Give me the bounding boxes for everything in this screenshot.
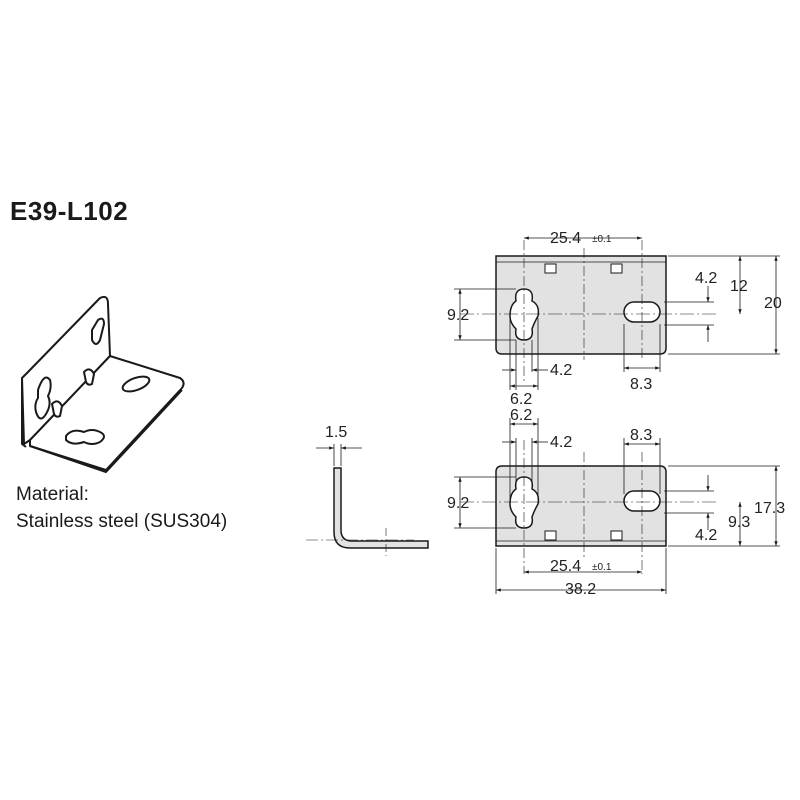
dim-bottom-height: 17.3 [754,500,785,517]
dim-bottom-keyhole-width: 4.2 [550,434,572,451]
bottom-plate [495,465,667,547]
bottom-tab-right [610,530,623,541]
dim-thickness: 1.5 [325,424,347,441]
dim-top-keyhole-width: 4.2 [550,362,572,379]
iso-keyhole-vertical [34,376,52,420]
dim-bottom-slot-center: 9.3 [728,514,750,531]
bottom-view: 6.2 4.2 8.3 9.2 17.3 9.3 4.2 25.4 ±0.1 3… [447,407,785,598]
iso-slot-vertical-top [91,317,105,345]
dim-bottom-slot-height: 4.2 [695,527,717,544]
iso-tab-2 [51,400,63,418]
top-view: 25.4 ±0.1 4.2 12 20 9.2 4.2 8.3 6.2 [447,230,782,408]
material-value: Stainless steel (SUS304) [16,511,228,532]
top-tab-right [610,263,623,274]
dim-top-slot-height: 4.2 [695,270,717,287]
dim-bottom-hole-pitch-tolerance: ±0.1 [592,562,612,573]
dim-top-slot-center: 12 [730,278,748,295]
dim-bottom-keyhole-height: 9.2 [447,495,469,512]
dim-overall-width: 38.2 [565,581,596,598]
isometric-view [21,295,185,473]
dim-top-slot-width: 8.3 [630,376,652,393]
side-profile-view: 1.5 [306,424,429,556]
iso-horizontal-plate-edge [29,389,183,473]
dim-top-hole-pitch-tolerance: ±0.1 [592,234,612,245]
iso-slot-horizontal [121,375,151,393]
iso-keyhole-horizontal [65,429,105,445]
dim-top-height: 20 [764,295,782,312]
product-title: E39-L102 [10,196,129,226]
dim-top-keyhole-height: 9.2 [447,307,469,324]
dim-top-hole-pitch: 25.4 [550,230,581,247]
dim-bottom-keyhole-outer: 6.2 [510,407,532,424]
top-tab-left [544,263,557,274]
dim-bottom-slot-width: 8.3 [630,427,652,444]
iso-tab-1 [83,368,95,386]
dim-top-keyhole-outer: 6.2 [510,391,532,408]
profile-bracket [333,467,429,549]
bottom-tab-left [544,530,557,541]
iso-vertical-plate-edge [21,378,27,448]
dim-bottom-hole-pitch: 25.4 [550,558,581,575]
material-label: Material: [16,484,89,505]
